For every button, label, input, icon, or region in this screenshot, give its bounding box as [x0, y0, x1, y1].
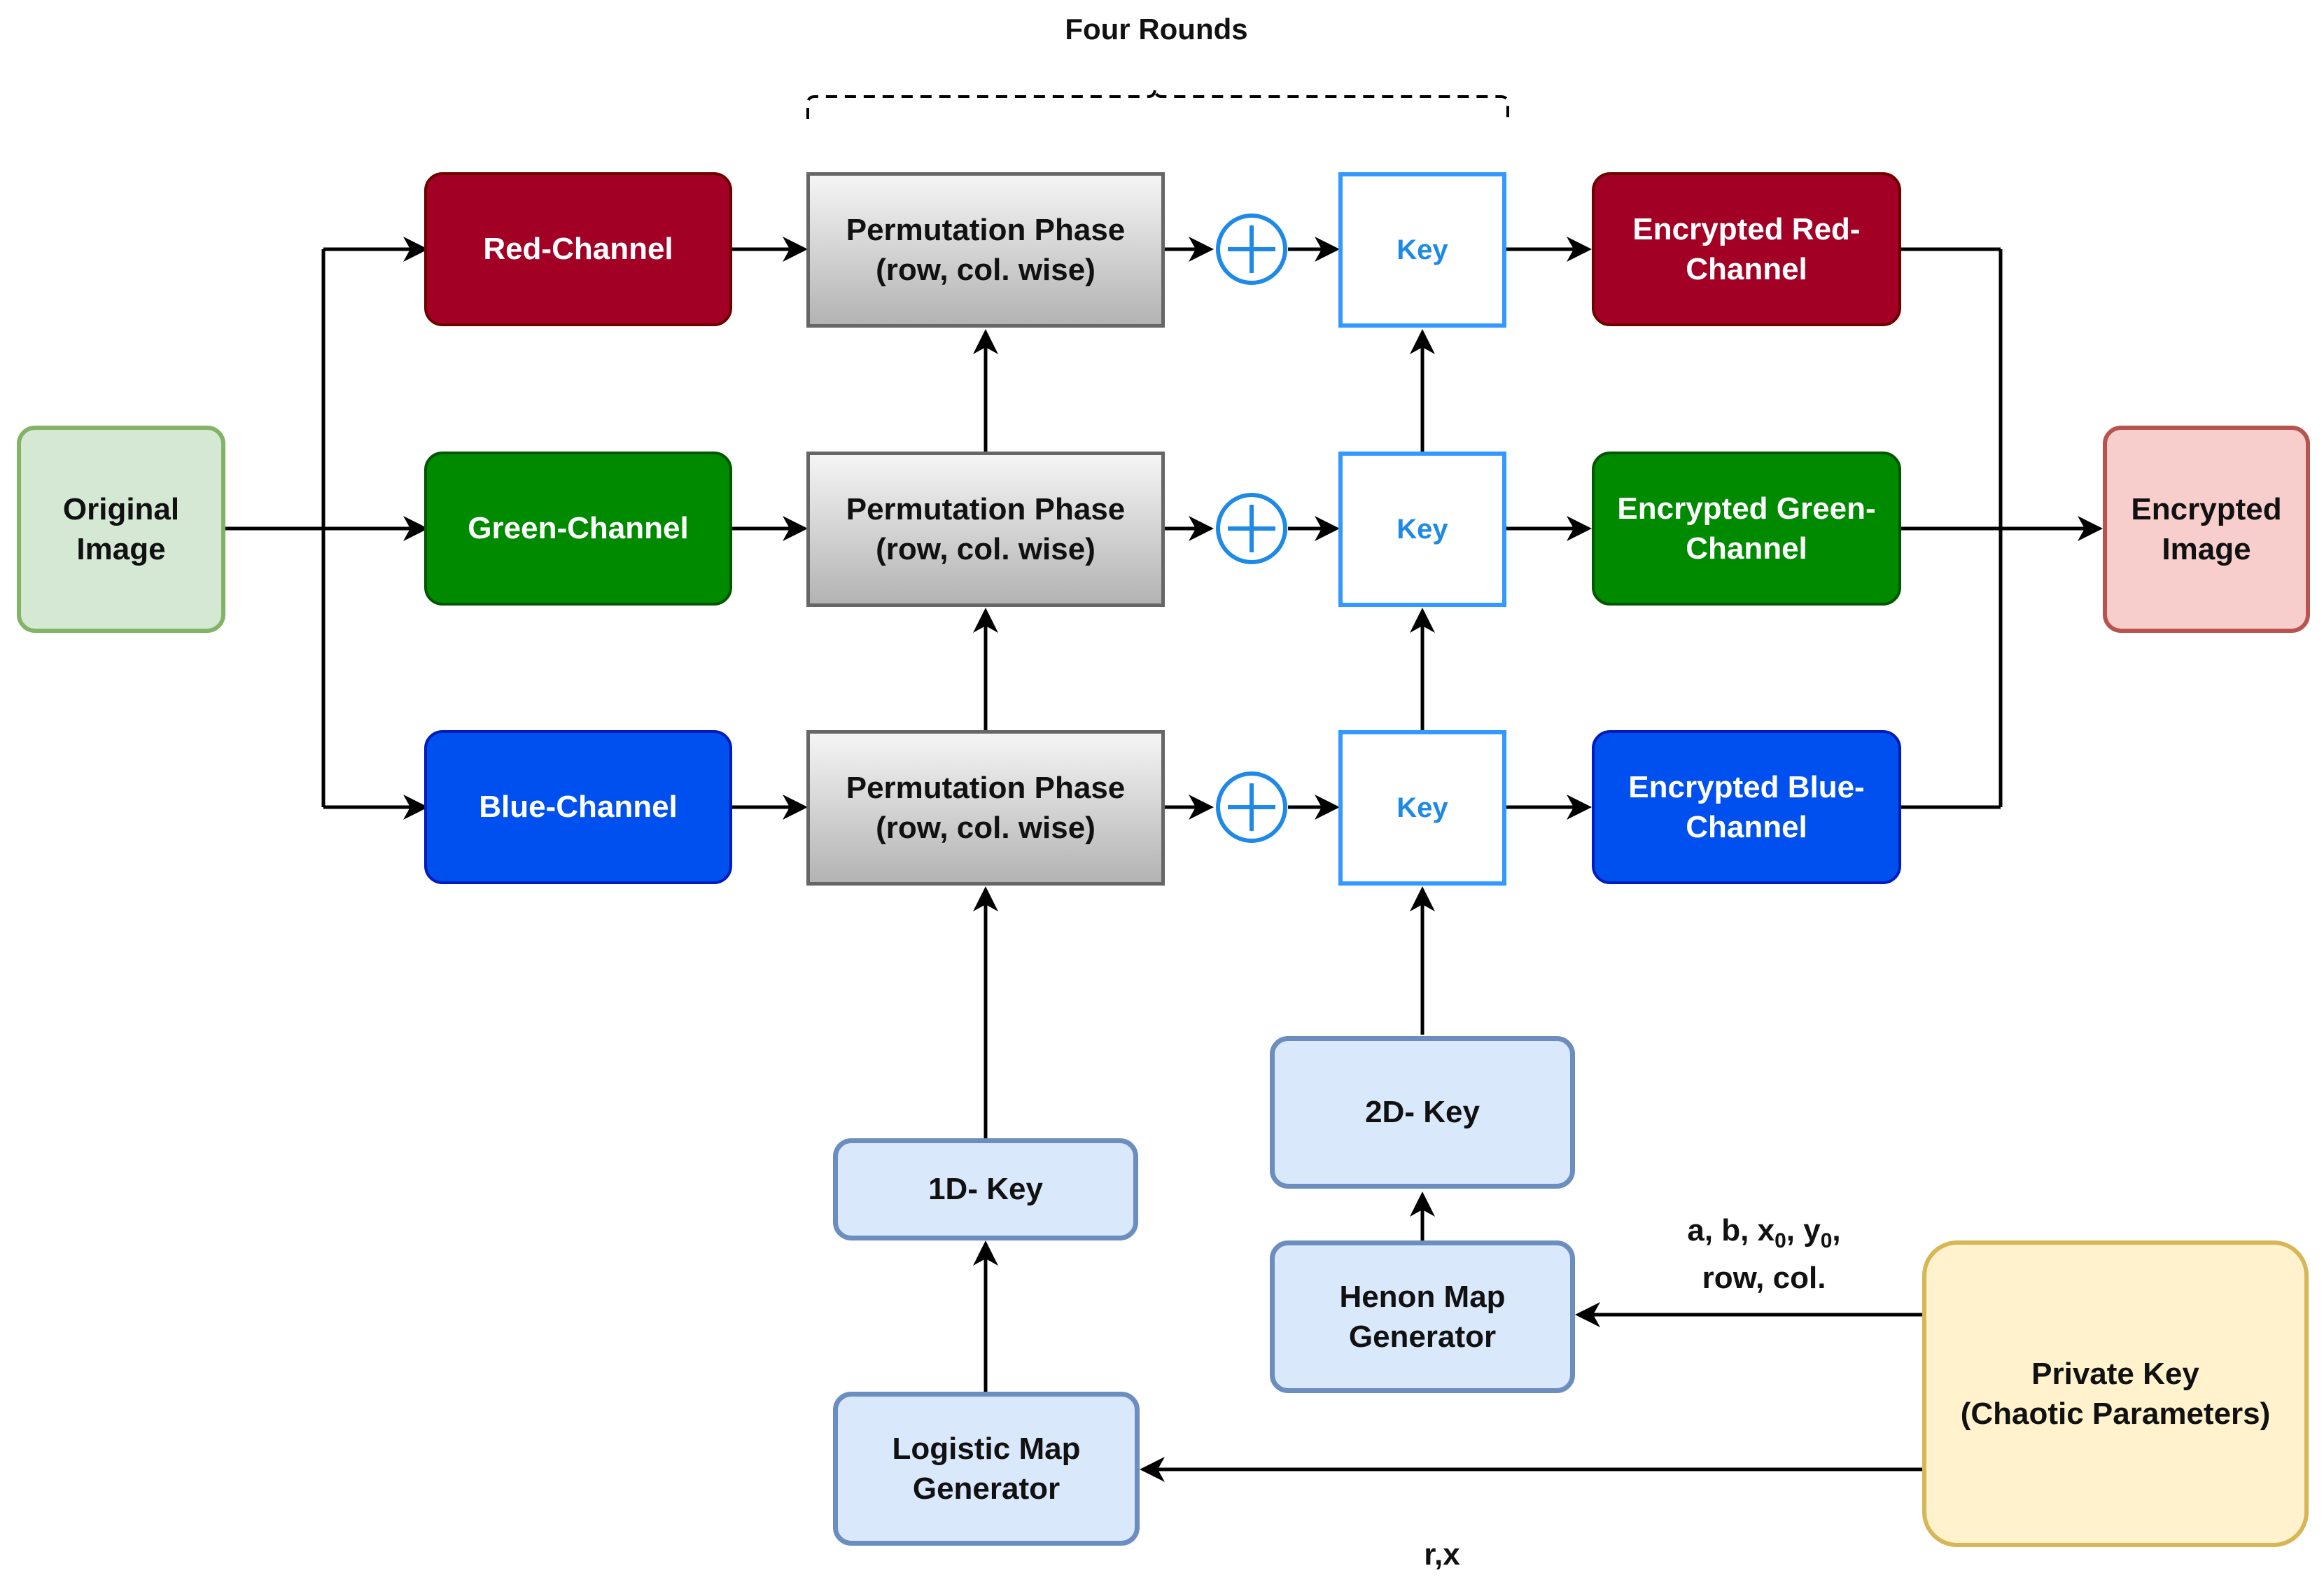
green-channel-label: Green-Channel: [468, 511, 689, 546]
encrypted-blue-channel-label: Encrypted Blue- Channel: [1628, 769, 1865, 844]
key-node-red: Key: [1338, 172, 1506, 328]
arrowhead-henon: [1575, 1302, 1600, 1327]
arrowhead-key-red: [1315, 237, 1340, 262]
encrypted-green-channel-label: Encrypted Green- Channel: [1617, 491, 1876, 566]
green-channel-node: Green-Channel: [424, 452, 732, 606]
henon-params-sub-x: 0: [1774, 1229, 1786, 1252]
arrowhead-logistic: [1140, 1457, 1165, 1482]
key-1d-label: 1D- Key: [928, 1172, 1043, 1207]
encrypted-blue-channel-node: Encrypted Blue- Channel: [1592, 730, 1901, 884]
arrowhead-perm-blue-up: [973, 886, 998, 911]
permutation-phase-red-label: Permutation Phase (row, col. wise): [846, 212, 1126, 287]
henon-params-prefix: a, b, x: [1687, 1213, 1775, 1247]
arrowhead-perm-blue: [783, 795, 808, 820]
four-rounds-brace: [806, 88, 1509, 119]
encrypted-image-node: Encrypted Image: [2103, 426, 2310, 633]
four-rounds-label: Four Rounds: [1065, 13, 1248, 46]
logistic-map-generator-node: Logistic Map Generator: [833, 1392, 1140, 1546]
arrowhead-perm-red-up: [973, 329, 998, 354]
henon-parameters-line1: a, b, x0, y0,: [1624, 1208, 1904, 1256]
henon-map-generator-label: Henon Map Generator: [1339, 1279, 1506, 1354]
permutation-phase-red: Permutation Phase (row, col. wise): [806, 172, 1165, 328]
blue-channel-node: Blue-Channel: [424, 730, 732, 884]
key-red-label: Key: [1396, 235, 1448, 265]
key-1d-node: 1D- Key: [833, 1138, 1138, 1240]
original-image-label: Original Image: [62, 491, 180, 566]
arrowhead-2dkey-up: [1410, 1191, 1435, 1217]
arrowhead-blue-channel: [403, 795, 428, 820]
henon-params-comma: , y: [1786, 1213, 1821, 1247]
arrowhead-key-blue: [1315, 795, 1340, 820]
arrowhead-encrypted-image: [2078, 516, 2103, 541]
key-node-blue: Key: [1338, 730, 1506, 886]
key-2d-label: 2D- Key: [1365, 1095, 1480, 1130]
blue-channel-label: Blue-Channel: [479, 790, 678, 825]
arrowhead-enc-blue: [1567, 795, 1592, 820]
arrowhead-perm-green: [783, 516, 808, 541]
arrowhead-key-red-up: [1410, 329, 1435, 354]
permutation-phase-blue: Permutation Phase (row, col. wise): [806, 730, 1165, 886]
arrowheads: [403, 237, 2103, 1482]
arrowhead-key-green: [1315, 516, 1340, 541]
henon-parameters-line2: row, col.: [1702, 1261, 1826, 1296]
key-2d-node: 2D- Key: [1270, 1036, 1575, 1189]
logistic-map-generator-label: Logistic Map Generator: [892, 1431, 1081, 1506]
xor-icon-red: [1216, 214, 1287, 285]
encrypted-red-channel-label: Encrypted Red- Channel: [1632, 211, 1861, 286]
encrypted-green-channel-node: Encrypted Green- Channel: [1592, 452, 1901, 606]
xor-icon-green: [1216, 493, 1287, 564]
original-image-node: Original Image: [17, 426, 225, 633]
permutation-phase-blue-label: Permutation Phase (row, col. wise): [846, 770, 1126, 845]
key-green-label: Key: [1396, 514, 1448, 545]
permutation-phase-green-label: Permutation Phase (row, col. wise): [846, 491, 1126, 566]
arrowhead-xor-red: [1189, 237, 1214, 262]
red-channel-node: Red-Channel: [424, 172, 732, 326]
arrowhead-key-green-up: [1410, 608, 1435, 633]
key-blue-label: Key: [1396, 792, 1448, 823]
arrowhead-red-channel: [403, 237, 428, 262]
arrowhead-enc-red: [1567, 237, 1592, 262]
henon-params-sub-y: 0: [1820, 1229, 1833, 1252]
arrowhead-key-blue-up: [1410, 886, 1435, 911]
private-key-node: Private Key (Chaotic Parameters): [1922, 1240, 2309, 1547]
xor-icon-blue: [1216, 771, 1287, 843]
arrowhead-xor-green: [1189, 516, 1214, 541]
key-node-green: Key: [1338, 452, 1506, 607]
arrowhead-perm-red: [783, 237, 808, 262]
henon-parameters-label: a, b, x0, y0, row, col.: [1624, 1208, 1904, 1301]
encrypted-image-label: Encrypted Image: [2131, 491, 2282, 566]
permutation-phase-green: Permutation Phase (row, col. wise): [806, 452, 1165, 607]
arrowhead-enc-green: [1567, 516, 1592, 541]
arrowhead-perm-green-up: [973, 608, 998, 633]
arrowhead-green-channel: [403, 516, 428, 541]
logistic-parameters-label: r,x: [1424, 1537, 1460, 1572]
private-key-label: Private Key (Chaotic Parameters): [1960, 1356, 2271, 1431]
arrowhead-xor-blue: [1189, 795, 1214, 820]
henon-params-suffix: ,: [1832, 1213, 1841, 1247]
arrowhead-1dkey-up: [973, 1240, 998, 1266]
encrypted-red-channel-node: Encrypted Red- Channel: [1592, 172, 1901, 326]
red-channel-label: Red-Channel: [483, 232, 673, 267]
henon-map-generator-node: Henon Map Generator: [1270, 1240, 1575, 1393]
